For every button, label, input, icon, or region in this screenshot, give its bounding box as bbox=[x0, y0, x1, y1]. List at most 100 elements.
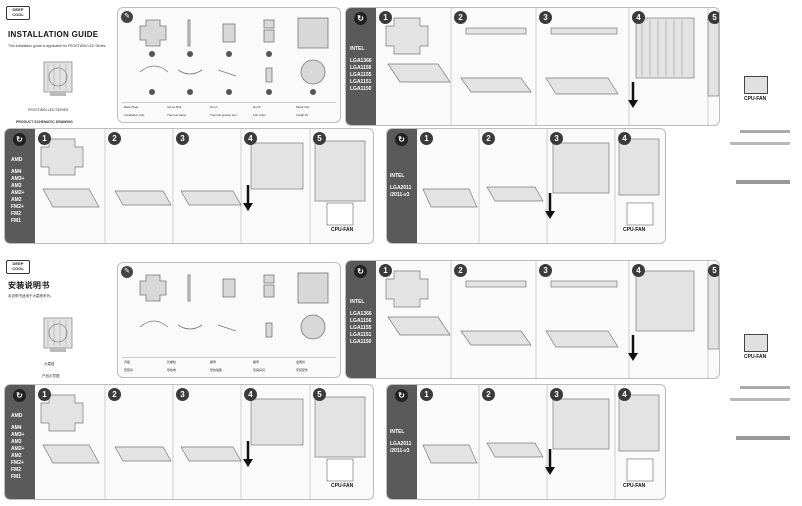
part-label: Thermal paste bbox=[167, 113, 187, 117]
step-badge: 5 bbox=[708, 11, 719, 24]
socket-name: LGA1366 bbox=[350, 311, 372, 317]
part-label: 导热膏 bbox=[167, 368, 177, 372]
amd-panel-cn: ↻ AMD AM4 AM3+ AM3 AM2+ AM2 FM2+ FM2 FM1… bbox=[4, 384, 374, 500]
cpu-fan-label: CPU-FAN bbox=[331, 227, 354, 233]
step-badge: 3 bbox=[176, 388, 189, 401]
step-badge: 3 bbox=[539, 264, 552, 277]
socket-name: AM3 bbox=[11, 439, 22, 445]
step-badge: 3 bbox=[550, 388, 563, 401]
guide-title: INSTALLATION GUIDE bbox=[8, 30, 99, 39]
socket-list: LGA2011 /2011-v3 bbox=[390, 441, 411, 455]
socket-name: /2011-v3 bbox=[390, 448, 410, 454]
step-badge: 1 bbox=[379, 11, 392, 24]
socket-name: FM1 bbox=[11, 218, 21, 224]
parts-drawings bbox=[139, 17, 329, 95]
step-badge: 1 bbox=[38, 132, 51, 145]
brand-logo-text: DEEP COOL bbox=[12, 7, 24, 17]
intel-1366-drawings bbox=[385, 8, 719, 125]
amd-panel: ↻ AMD AM4 AM3+ AM3 AM2+ AM2 FM2+ FM2 FM1… bbox=[4, 128, 374, 244]
socket-name: FM2+ bbox=[11, 460, 24, 466]
tools-icon: ✎ bbox=[121, 11, 133, 23]
step-badge: ↻ bbox=[13, 389, 26, 402]
intel-1366-panel-cn: ↻ INTEL LGA1366 LGA1156 LGA1155 LGA1151 … bbox=[345, 260, 720, 379]
product-caption: 产品示意图 bbox=[42, 374, 60, 378]
socket-name: LGA1151 bbox=[350, 79, 372, 85]
cpu-fan-label: CPU-FAN bbox=[744, 96, 767, 102]
part-label: Thermal grease Gel bbox=[210, 113, 237, 117]
rotated-note bbox=[736, 180, 790, 184]
step-badge: ↻ bbox=[354, 12, 367, 25]
platform-name: INTEL bbox=[390, 429, 405, 435]
part-label: 螺母 bbox=[253, 360, 260, 364]
socket-name: AM2 bbox=[11, 453, 22, 459]
step-badge: 4 bbox=[244, 132, 257, 145]
platform-strip: ↻ AMD AM4 AM3+ AM3 AM2+ AM2 FM2+ FM2 FM1 bbox=[5, 129, 35, 243]
socket-name: FM1 bbox=[11, 474, 21, 480]
step-badge: 4 bbox=[632, 11, 645, 24]
step-badge: 3 bbox=[539, 11, 552, 24]
socket-name: LGA1155 bbox=[350, 72, 372, 78]
socket-name: AM2+ bbox=[11, 190, 25, 196]
brand-logo: DEEP COOL bbox=[6, 6, 30, 20]
intel-2011-panel-cn: ↻ INTEL LGA2011 /2011-v3 1 2 3 4 CPU-FAN bbox=[386, 384, 666, 500]
part-label: 导热硅脂 bbox=[210, 368, 223, 372]
platform-name: INTEL bbox=[350, 299, 365, 305]
socket-name: AM3 bbox=[11, 183, 22, 189]
product-illustration bbox=[38, 60, 78, 98]
socket-name: AM4 bbox=[11, 425, 22, 431]
rotated-note bbox=[740, 130, 790, 133]
parts-list: 背板 长螺柱 螺母 螺母 金属扣 安装扣 导热膏 导热硅脂 风扇扣具 安装配件 bbox=[122, 357, 336, 376]
socket-list: LGA2011 /2011-v3 bbox=[390, 185, 411, 199]
intel-2011-panel: ↻ INTEL LGA2011 /2011-v3 1 2 3 4 CPU-FAN bbox=[386, 128, 666, 244]
rotated-note bbox=[730, 398, 790, 401]
part-label: Back Plate bbox=[124, 105, 139, 109]
socket-name: LGA1366 bbox=[350, 58, 372, 64]
parts-panel-cn: ✎ 背板 长螺柱 螺母 螺母 金属扣 安装扣 导热膏 导热硅脂 风扇扣具 安装配… bbox=[117, 262, 341, 378]
part-label: 安装扣 bbox=[124, 368, 134, 372]
cpu-fan-label: CPU-FAN bbox=[331, 483, 354, 489]
parts-drawings bbox=[139, 272, 329, 340]
product-name: 大霜塔 bbox=[44, 362, 55, 366]
product-illustration bbox=[38, 316, 78, 354]
step-badge: 3 bbox=[176, 132, 189, 145]
part-label: 长螺柱 bbox=[167, 360, 177, 364]
step-badge: 3 bbox=[550, 132, 563, 145]
guide-title: 安装说明书 bbox=[8, 281, 50, 290]
step-badge: 1 bbox=[420, 388, 433, 401]
cover-cn: DEEP COOL 安装说明书 本说明书适用于大霜塔系列。 大霜塔 产品示意图 bbox=[4, 258, 112, 382]
platform-strip: ↻ INTEL LGA1366 LGA1156 LGA1155 LGA1151 … bbox=[346, 8, 376, 125]
socket-name: LGA1150 bbox=[350, 339, 372, 345]
tools-icon: ✎ bbox=[121, 266, 133, 278]
cpu-fan-connector bbox=[744, 334, 768, 352]
socket-list: LGA1366 LGA1156 LGA1155 LGA1151 LGA1150 bbox=[350, 311, 372, 346]
parts-panel-en: ✎ Back Plate Screw Bolt Nut A Nut B Meta… bbox=[117, 7, 341, 123]
step-badge: 2 bbox=[482, 132, 495, 145]
part-label: Nut A bbox=[210, 105, 218, 109]
socket-name: LGA2011 bbox=[390, 185, 412, 191]
platform-name: AMD bbox=[11, 413, 23, 419]
step-badge: ↻ bbox=[13, 133, 26, 146]
step-badge: 2 bbox=[108, 388, 121, 401]
step-badge: 5 bbox=[708, 264, 719, 277]
socket-name: AM2+ bbox=[11, 446, 25, 452]
part-label: 风扇扣具 bbox=[253, 368, 266, 372]
guide-subtitle: 本说明书适用于大霜塔系列。 bbox=[8, 294, 54, 298]
step-badge: 1 bbox=[38, 388, 51, 401]
part-label: Fan Clips bbox=[253, 113, 266, 117]
part-label: 安装配件 bbox=[296, 368, 309, 372]
socket-name: /2011-v3 bbox=[390, 192, 410, 198]
platform-strip: ↻ INTEL LGA1366 LGA1156 LGA1155 LGA1151 … bbox=[346, 261, 376, 378]
step-badge: ↻ bbox=[354, 265, 367, 278]
step-badge: 2 bbox=[482, 388, 495, 401]
brand-logo-text: DEEP COOL bbox=[12, 261, 24, 271]
intel-1366-panel: ↻ INTEL LGA1366 LGA1156 LGA1155 LGA1151 … bbox=[345, 7, 720, 126]
part-label: Screw Bolt bbox=[167, 105, 182, 109]
product-name: FROSTWIN LED SERIES bbox=[28, 108, 69, 112]
step-badge: 5 bbox=[313, 132, 326, 145]
step-badge: 2 bbox=[454, 264, 467, 277]
step-badge: ↻ bbox=[395, 389, 408, 402]
platform-strip: ↻ AMD AM4 AM3+ AM3 AM2+ AM2 FM2+ FM2 FM1 bbox=[5, 385, 35, 499]
step-badge: 2 bbox=[454, 11, 467, 24]
step-badge: 4 bbox=[618, 388, 631, 401]
step-badge: 1 bbox=[420, 132, 433, 145]
